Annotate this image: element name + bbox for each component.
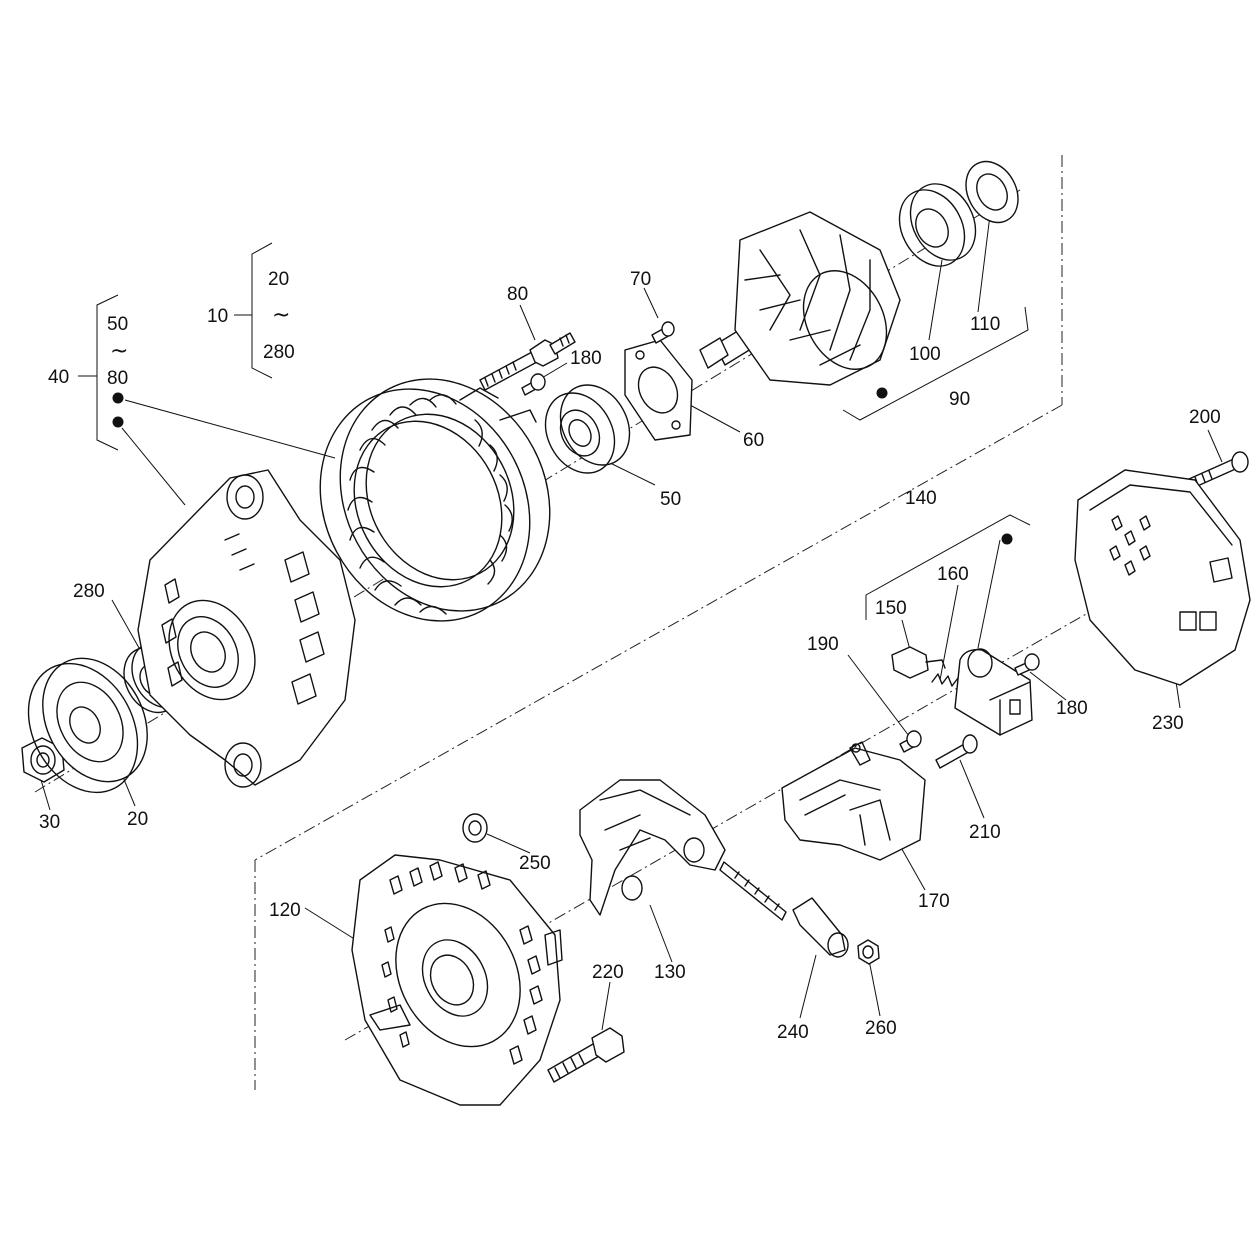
callout-130: 130 [654, 962, 686, 983]
callout-250: 250 [519, 853, 551, 874]
part-230-rear-cover [1074, 469, 1251, 686]
bullet-marker [112, 392, 124, 404]
callout-group-50: 50 [107, 314, 128, 335]
callout-230: 230 [1152, 713, 1184, 734]
callout-10: 10 [207, 306, 228, 327]
callout-group-80: 80 [107, 368, 128, 389]
part-80-stud-bolt [479, 332, 576, 391]
group-bracket-10 [234, 242, 273, 379]
callout-280: 280 [73, 581, 105, 602]
part-70-screw [651, 321, 675, 344]
callout-160: 160 [937, 564, 969, 585]
part-110-washer [965, 160, 1019, 224]
part-120-rear-housing [351, 854, 563, 1106]
part-150-brush [891, 646, 946, 679]
callout-170: 170 [918, 891, 950, 912]
group-bracket-40 [78, 294, 119, 451]
part-130-rectifier [579, 779, 787, 921]
part-60-plate [624, 339, 693, 441]
part-100-bearing [898, 183, 977, 267]
bullet-marker [1001, 533, 1013, 545]
callout-100: 100 [909, 344, 941, 365]
callout-90: 90 [949, 389, 970, 410]
part-180-screw-right [1014, 653, 1040, 676]
brush-holder [954, 648, 1033, 736]
callout-260: 260 [865, 1018, 897, 1039]
part-170-regulator [781, 741, 926, 861]
callout-group-20: 20 [268, 269, 289, 290]
callout-80: 80 [507, 284, 528, 305]
group-bracket-90 [842, 306, 1029, 421]
callout-labels: 10 20 ~ 280 40 50 ~ 80 80 70 180 60 50 1… [39, 269, 1221, 1043]
range-tilde-40: ~ [110, 339, 128, 364]
callout-240: 240 [777, 1022, 809, 1043]
callout-60: 60 [743, 430, 764, 451]
part-210-bolt [935, 734, 978, 769]
part-190-screw [899, 730, 922, 753]
part-50-bearing [544, 384, 631, 474]
callout-30: 30 [39, 812, 60, 833]
callout-220: 220 [592, 962, 624, 983]
callout-210: 210 [969, 822, 1001, 843]
part-90-rotor [699, 211, 901, 386]
callout-110: 110 [970, 314, 1000, 335]
stator [319, 378, 551, 622]
range-tilde-10: ~ [272, 303, 290, 328]
callout-50: 50 [660, 489, 681, 510]
bullet-marker [876, 387, 888, 399]
part-240-sleeve [792, 897, 849, 958]
callout-group-280: 280 [263, 342, 295, 363]
callout-20: 20 [127, 809, 148, 830]
group-bracket-140 [865, 514, 1031, 620]
callout-70: 70 [630, 269, 651, 290]
callout-190: 190 [807, 634, 839, 655]
callout-180-top: 180 [570, 348, 602, 369]
callout-200: 200 [1189, 407, 1221, 428]
part-220-bolt [547, 1027, 625, 1083]
front-housing [137, 469, 356, 788]
callout-180-right: 180 [1056, 698, 1088, 719]
callout-150: 150 [875, 598, 907, 619]
part-260-nut [857, 939, 880, 965]
callout-120: 120 [269, 900, 301, 921]
callout-40: 40 [48, 367, 69, 388]
assembly-boundary [254, 155, 1063, 1090]
part-250-washer [462, 813, 488, 843]
part-180-screw-top [521, 373, 546, 396]
part-20-pulley [27, 657, 148, 794]
bullet-marker [112, 416, 124, 428]
callout-140: 140 [905, 488, 937, 509]
